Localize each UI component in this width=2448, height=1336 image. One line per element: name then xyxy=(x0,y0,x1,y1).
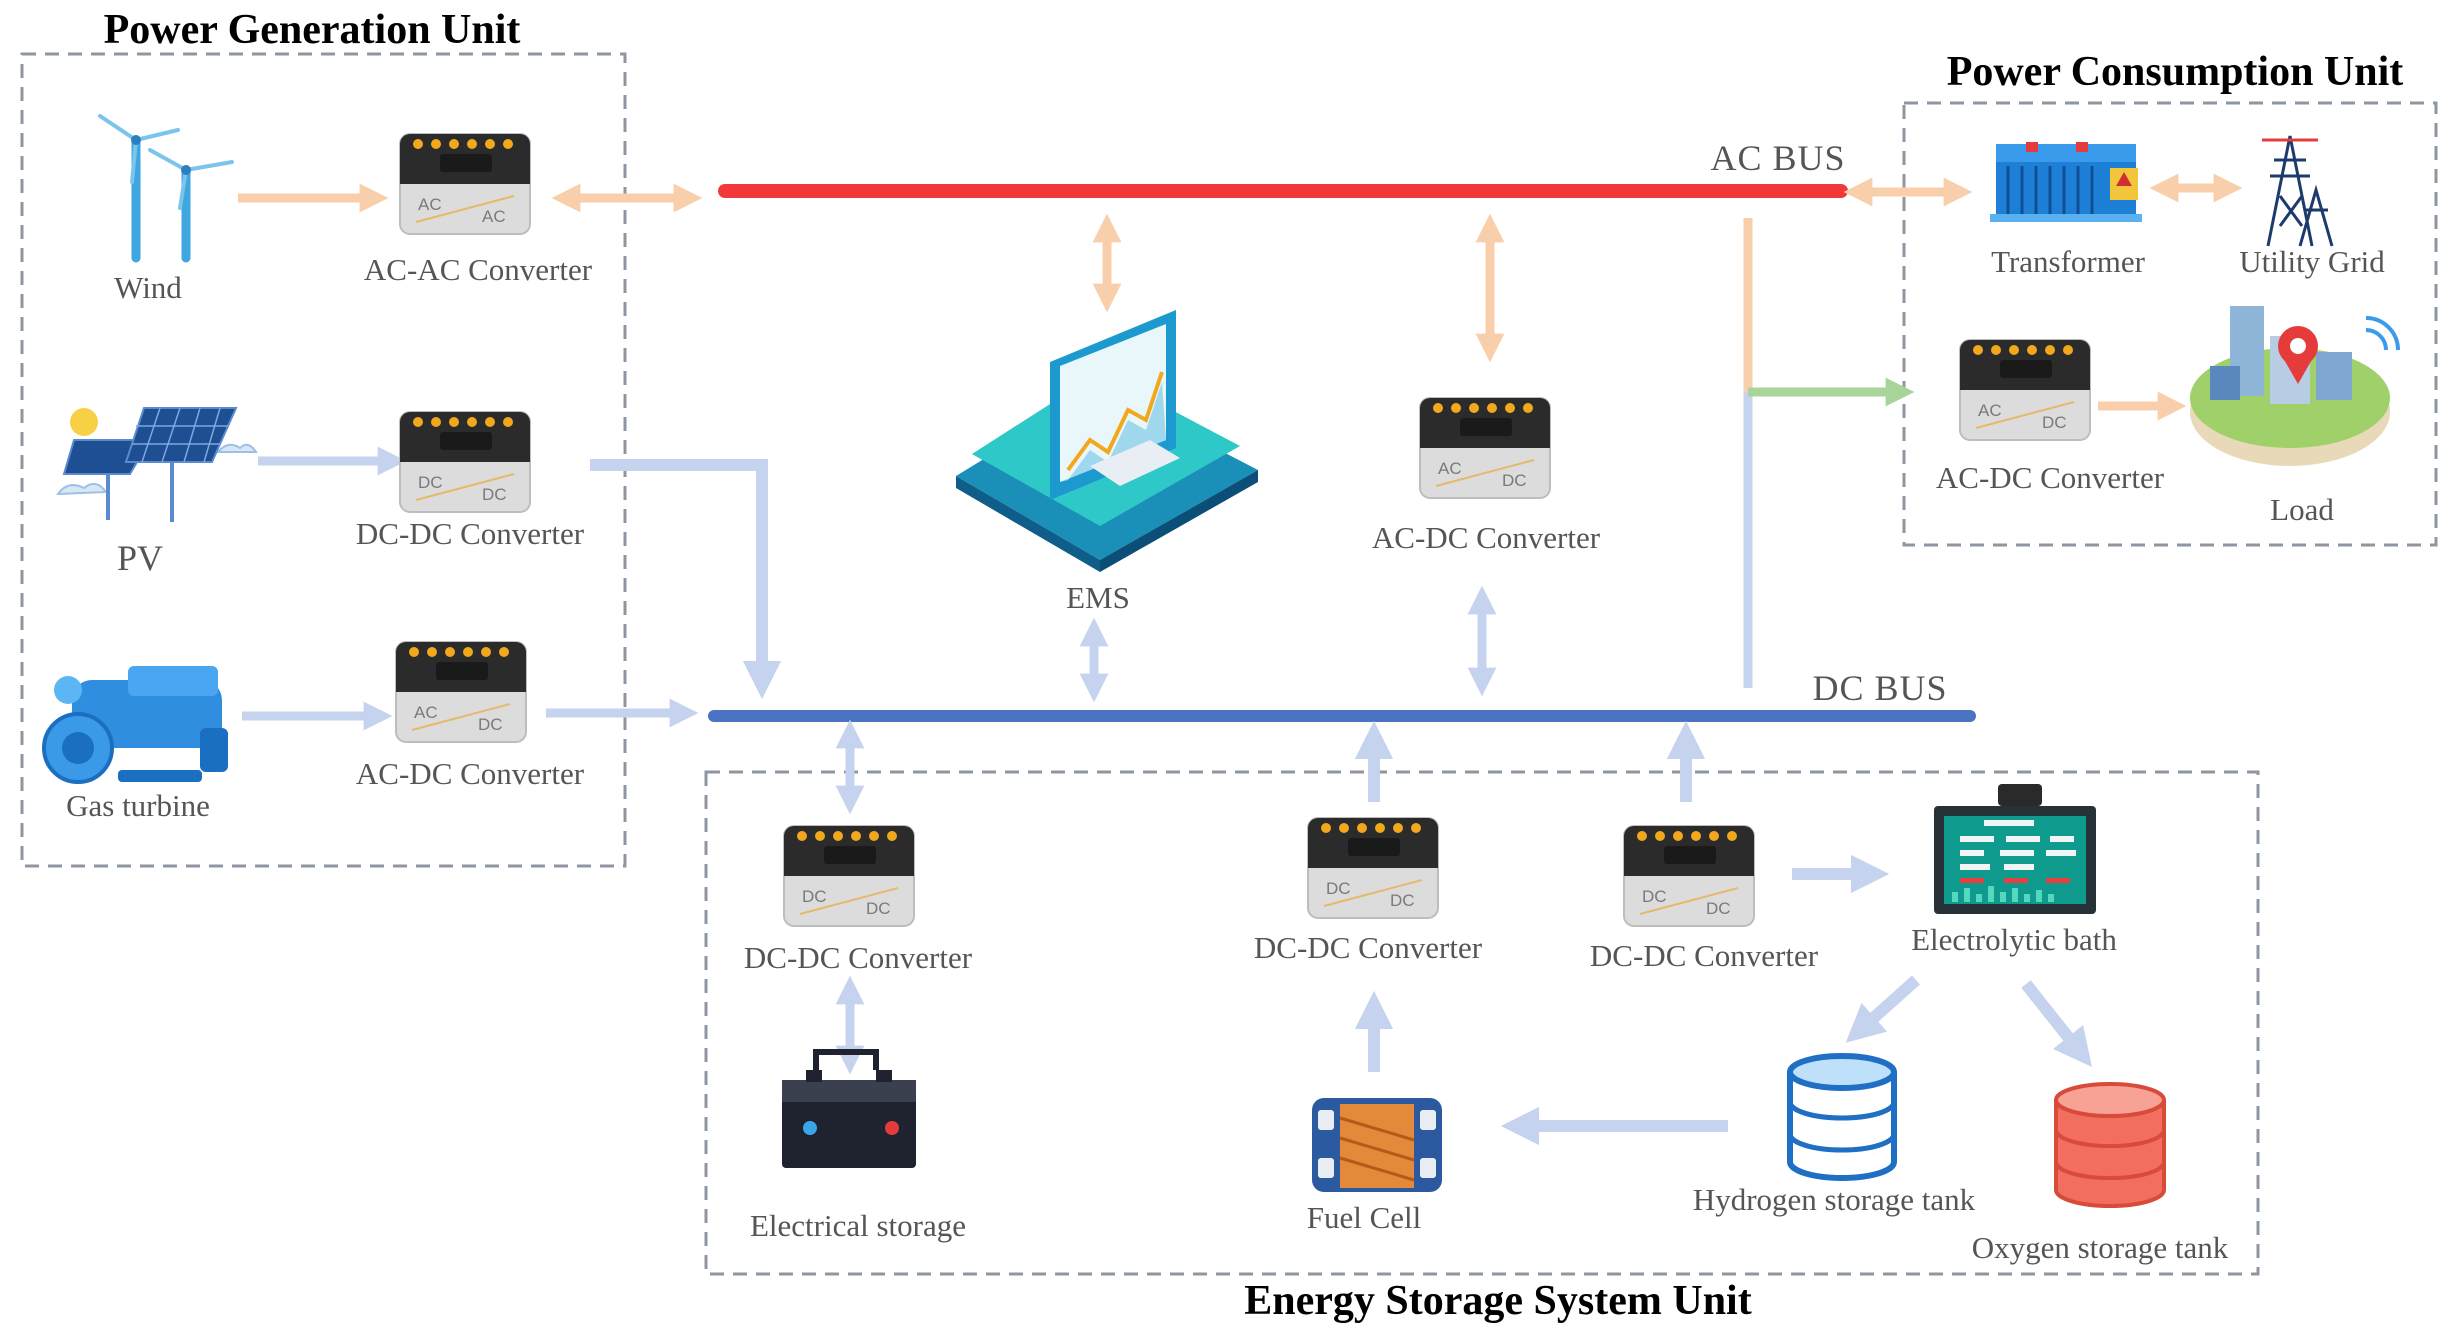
dc-bus xyxy=(708,710,1976,722)
generation-unit-title: Power Generation Unit xyxy=(104,7,521,53)
gas-ac-dc-converter: AC DC xyxy=(395,641,527,743)
load-ac-dc-converter: AC DC xyxy=(1959,339,2091,441)
bath-o2-arrow xyxy=(2021,980,2092,1068)
generation-unit-box xyxy=(20,52,627,868)
ac-ac-converter-label: AC-AC Converter xyxy=(364,252,593,287)
svg-text:AC: AC xyxy=(1978,401,2002,420)
pv-conv-dc-arrow xyxy=(590,459,782,700)
storage-unit-title: Energy Storage System Unit xyxy=(1244,1278,1751,1324)
load-converter-label: AC-DC Converter xyxy=(1936,460,2165,495)
pv-dc-dc-converter: DC DC xyxy=(399,411,531,513)
svg-text:DC: DC xyxy=(1502,471,1527,490)
ely-converter-label: DC-DC Converter xyxy=(1590,938,1819,973)
svg-text:DC: DC xyxy=(1390,891,1415,910)
svg-text:DC: DC xyxy=(482,485,507,504)
oxygen-tank-icon xyxy=(2054,1082,2166,1208)
svg-text:DC: DC xyxy=(418,473,443,492)
fc-dc-dc-converter: DC DC xyxy=(1307,817,1439,919)
svg-text:DC: DC xyxy=(1642,887,1667,906)
bath-h2-arrow xyxy=(1845,975,1920,1043)
gas-converter-label: AC-DC Converter xyxy=(356,756,585,791)
storage-unit-box xyxy=(704,770,2260,1276)
wind-label: Wind xyxy=(114,270,182,305)
ac-ac-converter: AC AC xyxy=(399,133,531,235)
pv-label: PV xyxy=(117,538,163,578)
fc-converter-label: DC-DC Converter xyxy=(1254,930,1483,965)
svg-text:DC: DC xyxy=(1706,899,1731,918)
hydrogen-tank-label: Hydrogen storage tank xyxy=(1693,1182,1976,1217)
svg-text:DC: DC xyxy=(866,899,891,918)
consumption-unit-box xyxy=(1902,101,2438,547)
fuel-cell-icon xyxy=(1312,1098,1442,1192)
fuel-cell-label: Fuel Cell xyxy=(1307,1200,1422,1235)
city-icon xyxy=(2190,306,2400,466)
svg-text:DC: DC xyxy=(2042,413,2067,432)
monitor-icon xyxy=(956,310,1258,572)
elec-converter-label: DC-DC Converter xyxy=(744,940,973,975)
elec-dc-dc-converter: DC DC xyxy=(783,825,915,927)
svg-text:AC: AC xyxy=(1438,459,1462,478)
ely-dc-dc-converter: DC DC xyxy=(1623,825,1755,927)
svg-text:AC: AC xyxy=(418,195,442,214)
power-tower-icon xyxy=(2262,135,2334,247)
wind-turbine-icon xyxy=(98,114,234,263)
ac-bus-label: AC BUS xyxy=(1710,138,1845,178)
consumption-unit-title: Power Consumption Unit xyxy=(1947,49,2404,95)
electrolyzer-icon xyxy=(1934,784,2096,914)
gas-turbine-label: Gas turbine xyxy=(66,788,210,823)
middle-converter-label: AC-DC Converter xyxy=(1372,520,1601,555)
gas-turbine-icon xyxy=(42,666,228,784)
svg-text:DC: DC xyxy=(478,715,503,734)
dc-bus-label: DC BUS xyxy=(1812,668,1947,708)
hydrogen-tank-icon xyxy=(1787,1053,1897,1181)
solar-panel-icon xyxy=(55,407,258,522)
electrical-storage-label: Electrical storage xyxy=(750,1208,966,1243)
middle-ac-dc-converter: AC DC xyxy=(1419,397,1551,499)
electrolytic-bath-label: Electrolytic bath xyxy=(1911,922,2117,957)
transformer-label: Transformer xyxy=(1991,244,2146,279)
svg-text:DC: DC xyxy=(1326,879,1351,898)
load-label: Load xyxy=(2270,492,2334,527)
svg-text:AC: AC xyxy=(414,703,438,722)
ems-label: EMS xyxy=(1066,580,1130,615)
svg-text:AC: AC xyxy=(482,207,506,226)
ac-bus xyxy=(718,184,1848,198)
battery-icon xyxy=(782,1049,916,1168)
pv-converter-label: DC-DC Converter xyxy=(356,516,585,551)
transformer-icon xyxy=(1990,142,2142,222)
oxygen-tank-label: Oxygen storage tank xyxy=(1972,1230,2229,1265)
utility-grid-label: Utility Grid xyxy=(2239,244,2385,279)
svg-text:DC: DC xyxy=(802,887,827,906)
